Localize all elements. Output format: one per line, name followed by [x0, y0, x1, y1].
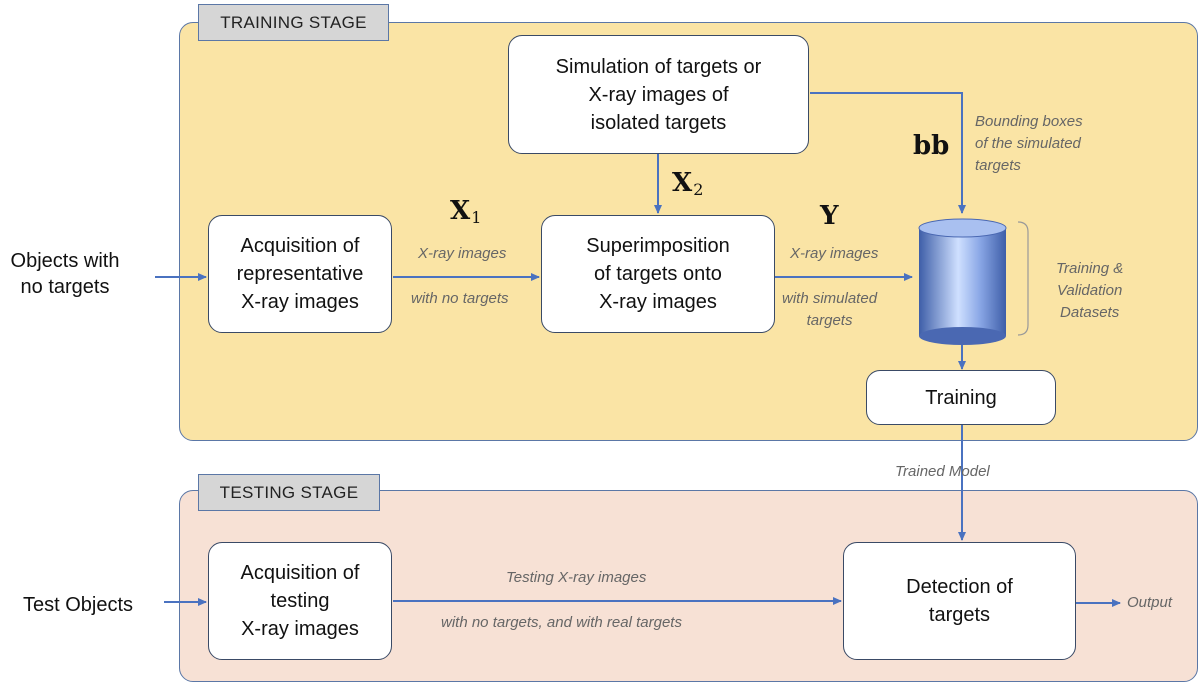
bb-symbol: bb: [913, 131, 950, 161]
testing-stage-tag: TESTING STAGE: [198, 474, 380, 511]
xray-no-targets-top: X-ray images: [418, 245, 507, 262]
test-objects-label: Test Objects: [22, 594, 134, 616]
training-box: Training: [866, 370, 1056, 425]
detection-box: Detection of targets: [843, 542, 1076, 660]
superimposition-box: Superimposition of targets onto X-ray im…: [541, 215, 775, 333]
database-cylinder-icon: [918, 218, 1007, 345]
objects-no-targets-label: Objects with no targets: [10, 250, 120, 298]
simulation-box: Simulation of targets or X-ray images of…: [508, 35, 809, 154]
bounding-boxes-label: Bounding boxes of the simulated targets: [975, 113, 1083, 174]
x1-symbol: X1: [450, 196, 482, 227]
acquisition-representative-box: Acquisition of representative X-ray imag…: [208, 215, 392, 333]
xray-simulated-top: X-ray images: [790, 245, 879, 262]
acquisition-testing-box: Acquisition of testing X-ray images: [208, 542, 392, 660]
testing-xray-top: Testing X-ray images: [506, 569, 647, 586]
y-symbol: Y: [820, 201, 839, 231]
training-stage-tag: TRAINING STAGE: [198, 4, 389, 41]
xray-no-targets-bottom: with no targets: [411, 290, 509, 307]
arrow-simulation-to-dataset: [810, 92, 966, 214]
datasets-bracket: [1017, 221, 1029, 336]
xray-simulated-bottom: with simulated targets: [782, 290, 878, 329]
datasets-label: Training & Validation Datasets: [1056, 260, 1124, 321]
x2-symbol: X2: [672, 168, 704, 199]
trained-model-label: Trained Model: [895, 463, 990, 480]
output-label: Output: [1127, 594, 1173, 611]
testing-xray-bottom: with no targets, and with real targets: [441, 614, 682, 631]
